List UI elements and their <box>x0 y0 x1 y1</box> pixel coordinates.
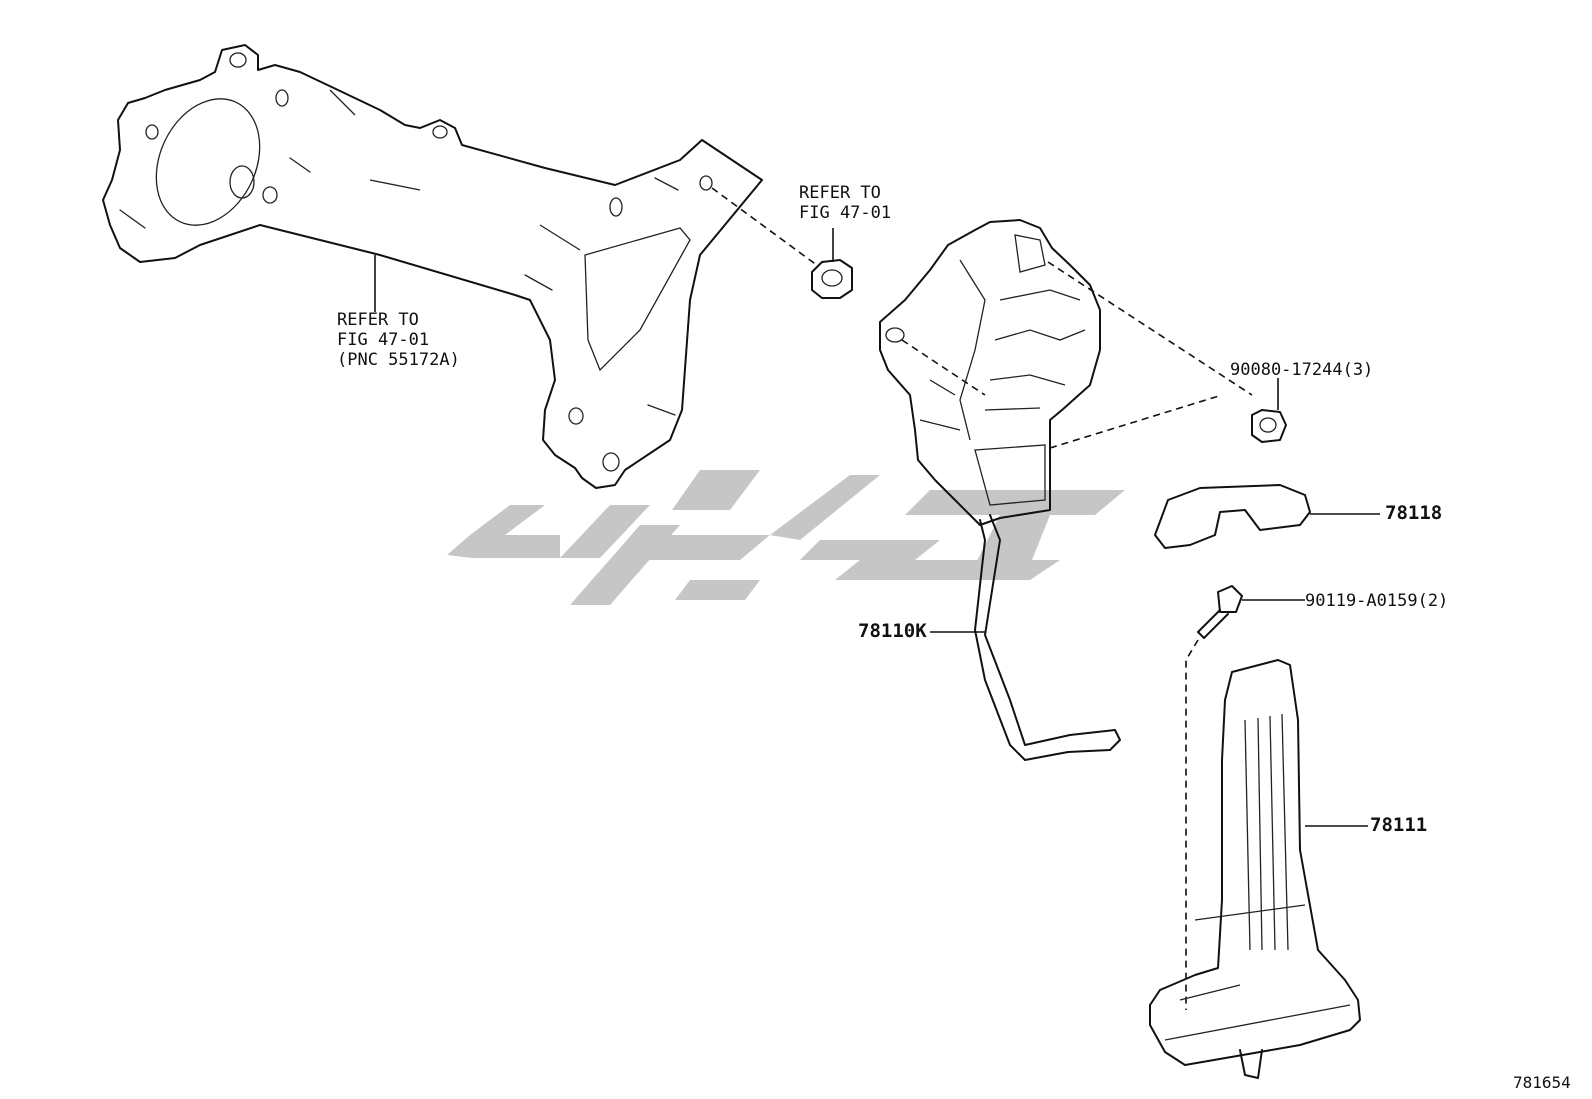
cover-drawing <box>1154 484 1380 549</box>
pedal-pad-part-number: 78111 <box>1370 814 1428 836</box>
refer-top-label-line2: FIG 47-01 <box>799 203 892 223</box>
refer-top-label-line1: REFER TO <box>799 183 881 203</box>
figure-number: 781654 <box>1513 1073 1571 1092</box>
pedal-pad-drawing <box>1149 659 1368 1079</box>
bolt-drawing <box>1185 585 1305 1010</box>
bolt-part-number: 90119-A0159(2) <box>1305 591 1449 611</box>
bracket-drawing <box>102 44 763 489</box>
pedal-arm-part-number: 78110K <box>858 620 927 642</box>
nut-part-number: 90080-17244(3) <box>1230 360 1374 380</box>
cover-part-number: 78118 <box>1385 502 1443 524</box>
sensor-housing-drawing <box>879 219 1253 526</box>
nut-drawing <box>1251 378 1287 443</box>
watermark-logo <box>447 470 1125 605</box>
pedal-arm-drawing <box>930 514 1121 761</box>
refer-left-label-line1: REFER TO <box>337 310 419 330</box>
refer-left-label-line3: (PNC 55172A) <box>337 350 460 370</box>
bushing-drawing <box>711 187 853 299</box>
refer-left-label-line2: FIG 47-01 <box>337 330 430 350</box>
